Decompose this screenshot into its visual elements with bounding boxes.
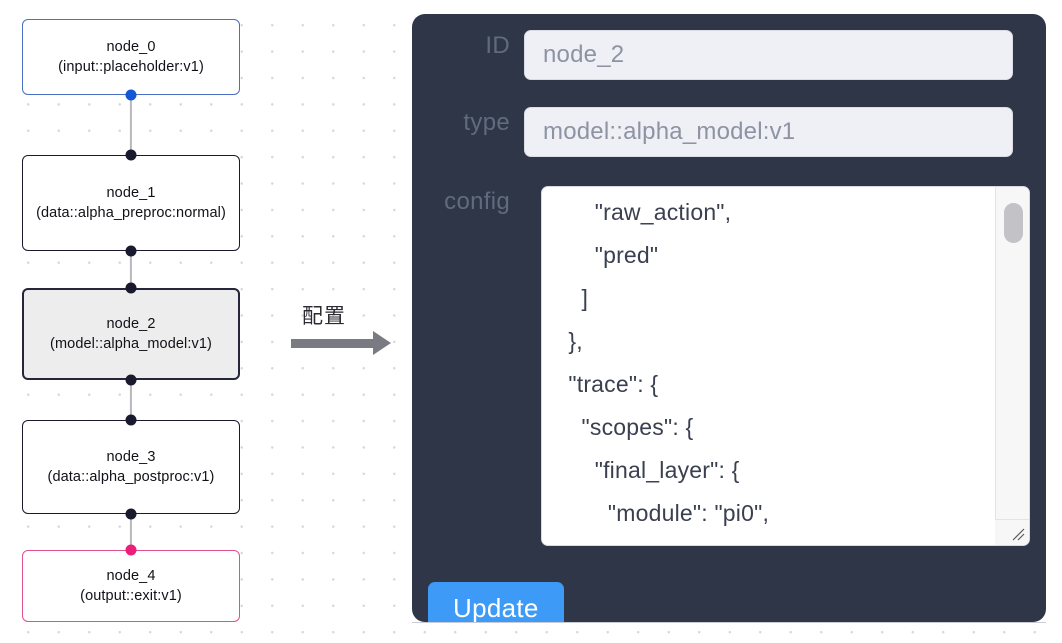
node-label-node_4: node_4(output::exit:v1) (80, 568, 182, 604)
graph-node-node_1[interactable]: node_1(data::alpha_preproc:normal) (22, 155, 240, 251)
id-label: ID (485, 32, 510, 59)
node-handle-source-node_2[interactable] (125, 374, 137, 386)
field-row-type: type (412, 107, 1013, 157)
resize-grip-icon (1012, 528, 1025, 541)
graph-node-node_4[interactable]: node_4(output::exit:v1) (22, 550, 240, 622)
panel-bottom-divider (412, 622, 1046, 623)
arrow-head-icon (373, 331, 391, 355)
type-input[interactable] (524, 107, 1013, 157)
graph-node-node_0[interactable]: node_0(input::placeholder:v1) (22, 19, 240, 95)
node-handle-source-node_1[interactable] (125, 245, 137, 257)
id-input[interactable] (524, 30, 1013, 80)
node-label-node_3: node_3(data::alpha_postproc:v1) (47, 449, 215, 485)
node-handle-target-node_1[interactable] (125, 149, 137, 161)
config-scrollbar-thumb[interactable] (1004, 203, 1023, 243)
node-label-node_2: node_2(model::alpha_model:v1) (50, 316, 212, 352)
node-handle-source-node_0[interactable] (125, 89, 137, 101)
node-handle-target-node_2[interactable] (125, 282, 137, 294)
config-scrollbar[interactable] (995, 187, 1029, 545)
graph-node-node_3[interactable]: node_3(data::alpha_postproc:v1) (22, 420, 240, 514)
field-row-id: ID (412, 30, 1013, 80)
node-handle-target-node_3[interactable] (125, 414, 137, 426)
update-button[interactable]: Update (428, 582, 564, 622)
graph-node-node_2[interactable]: node_2(model::alpha_model:v1) (22, 288, 240, 380)
edge-1-2 (129, 248, 133, 291)
transition-label: 配置 (302, 304, 346, 328)
node-config-panel: ID type config "raw_action", "pred" ] },… (412, 14, 1046, 622)
config-textarea-content: "raw_action", "pred" ] }, "trace": { "sc… (568, 199, 814, 545)
node-label-node_0: node_0(input::placeholder:v1) (58, 39, 204, 75)
config-textarea[interactable]: "raw_action", "pred" ] }, "trace": { "sc… (541, 186, 1030, 546)
edge-0-1 (129, 92, 133, 158)
config-label: config (444, 188, 510, 215)
node-handle-source-node_3[interactable] (125, 508, 137, 520)
field-row-config: config (412, 186, 524, 218)
config-resize-corner[interactable] (995, 519, 1029, 545)
node-label-node_1: node_1(data::alpha_preproc:normal) (36, 185, 226, 221)
arrow-shaft (291, 339, 373, 348)
edge-2-3 (129, 377, 133, 423)
edge-3-4 (129, 511, 133, 553)
type-label: type (463, 109, 510, 136)
node-handle-target-node_4[interactable] (125, 544, 137, 556)
